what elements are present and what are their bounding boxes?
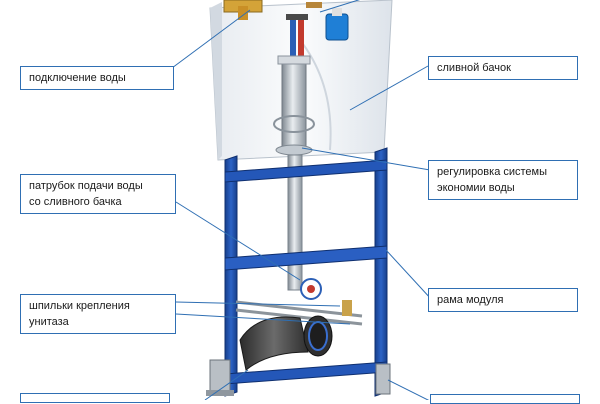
- label-module-frame-text: рама модуля: [437, 294, 504, 306]
- frame-posts: [224, 147, 388, 397]
- callout-line-studs-1: [175, 301, 341, 307]
- label-supply-pipe-line1: патрубок подачи воды: [29, 180, 143, 192]
- callout-lines: [171, 0, 433, 400]
- label-bottom-right-cut: [430, 394, 580, 404]
- callout-line-water-connection: [171, 9, 251, 69]
- callout-line-module-frame: [385, 249, 433, 301]
- label-economy-line1: регулировка системы: [437, 166, 548, 178]
- label-supply-pipe: патрубок подачи воды со сливного бачка: [20, 174, 176, 214]
- label-water-connection: подключение воды: [20, 66, 174, 90]
- label-economy-line2: экономии воды: [437, 182, 515, 194]
- label-water-connection-text: подключение воды: [29, 72, 126, 84]
- drain-connector: [239, 315, 333, 371]
- water-connection-fitting: [223, 0, 263, 20]
- label-mounting-studs: шпильки крепления унитаза: [20, 294, 176, 334]
- callout-line-economy: [301, 147, 431, 171]
- callout-line-supply-pipe: [175, 201, 301, 281]
- label-studs-line1: шпильки крепления: [29, 300, 130, 312]
- label-studs-line2: унитаза: [29, 316, 69, 328]
- callout-line-top-valve: [319, 0, 361, 13]
- callout-line-studs-2: [175, 313, 351, 325]
- label-flush-tank-text: сливной бачок: [437, 62, 511, 74]
- label-flush-tank: сливной бачок: [428, 56, 578, 80]
- label-supply-pipe-line2: со сливного бачка: [29, 196, 122, 208]
- callout-line-bottom-right: [387, 379, 430, 400]
- callout-line-bottom-left: [204, 369, 249, 400]
- flush-controller: [325, 8, 349, 41]
- gauge-dial: [300, 278, 322, 300]
- label-economy-adjustment: регулировка системы экономии воды: [428, 160, 578, 200]
- fill-valve: [286, 2, 322, 56]
- label-bottom-left-cut: [20, 393, 170, 403]
- label-module-frame: рама модуля: [428, 288, 578, 312]
- callout-line-flush-tank: [349, 65, 429, 111]
